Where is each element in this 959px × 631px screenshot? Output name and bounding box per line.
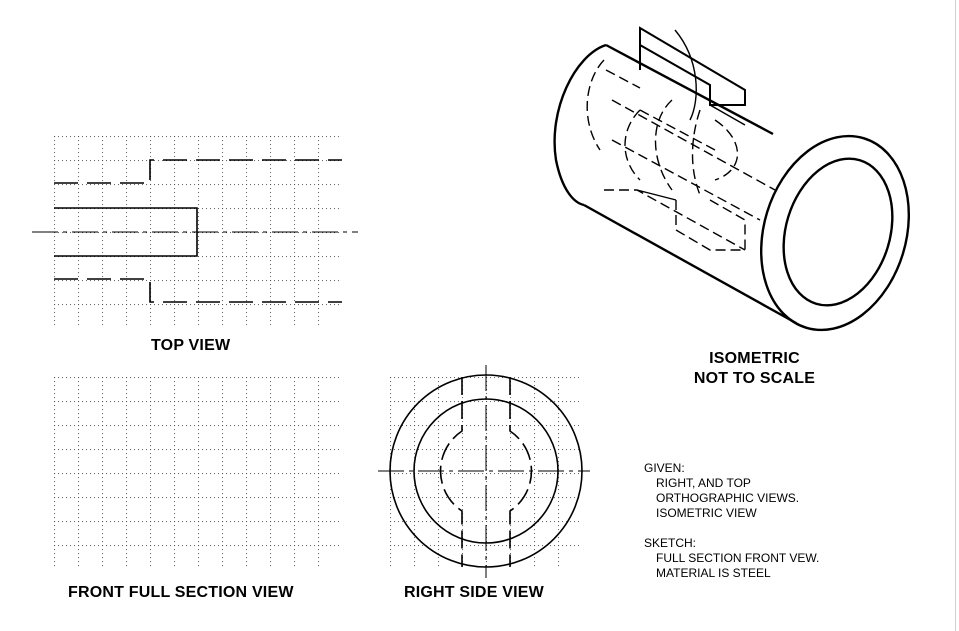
sketch-heading: SKETCH: (644, 536, 697, 550)
isometric-view (553, 26, 911, 332)
iso-hidden-upper (586, 59, 605, 151)
top-view-hidden-upper (54, 159, 342, 184)
iso-back-end-arc (553, 43, 607, 207)
front-view-grid (54, 377, 342, 569)
notes-block: GIVEN: RIGHT, AND TOP ORTHOGRAPHIC VIEWS… (644, 461, 819, 581)
iso-slot-top (639, 26, 746, 106)
page-edge-rule (955, 0, 956, 631)
right-side-view-label: RIGHT SIDE VIEW (404, 584, 544, 601)
iso-hidden-wave2 (654, 99, 701, 196)
iso-silhouette-bottom (583, 203, 797, 325)
iso-slot-curve (674, 29, 697, 121)
isometric-label: ISOMETRIC NOT TO SCALE (672, 349, 837, 389)
top-view-label: TOP VIEW (151, 337, 231, 354)
iso-hidden-bore-top (605, 69, 716, 151)
sketch-line-1: FULL SECTION FRONT VEW. (656, 551, 820, 565)
given-line-2: ORTHOGRAPHIC VIEWS. (656, 491, 800, 505)
front-section-view (54, 377, 342, 569)
front-section-view-label: FRONT FULL SECTION VIEW (68, 584, 294, 601)
iso-cutout-edges (636, 104, 746, 201)
iso-silhouette-top (605, 43, 774, 136)
iso-hidden-long (611, 99, 776, 221)
given-heading: GIVEN: (644, 461, 685, 475)
right-side-view (378, 365, 590, 578)
top-view (32, 136, 358, 328)
given-line-3: ISOMETRIC VIEW (656, 506, 757, 520)
isometric-label-line2: NOT TO SCALE (693, 370, 816, 387)
iso-front-inner-ellipse (782, 157, 894, 307)
given-line-1: RIGHT, AND TOP (656, 476, 751, 490)
iso-hidden-key-lower (675, 199, 746, 251)
top-view-hidden-lower (54, 278, 342, 303)
sketch-line-2: MATERIAL IS STEEL (656, 566, 771, 580)
iso-hidden-waves (624, 109, 739, 181)
iso-front-outer-ellipse (759, 134, 911, 332)
isometric-label-line1: ISOMETRIC (709, 350, 800, 367)
notes-spacer (644, 521, 819, 536)
